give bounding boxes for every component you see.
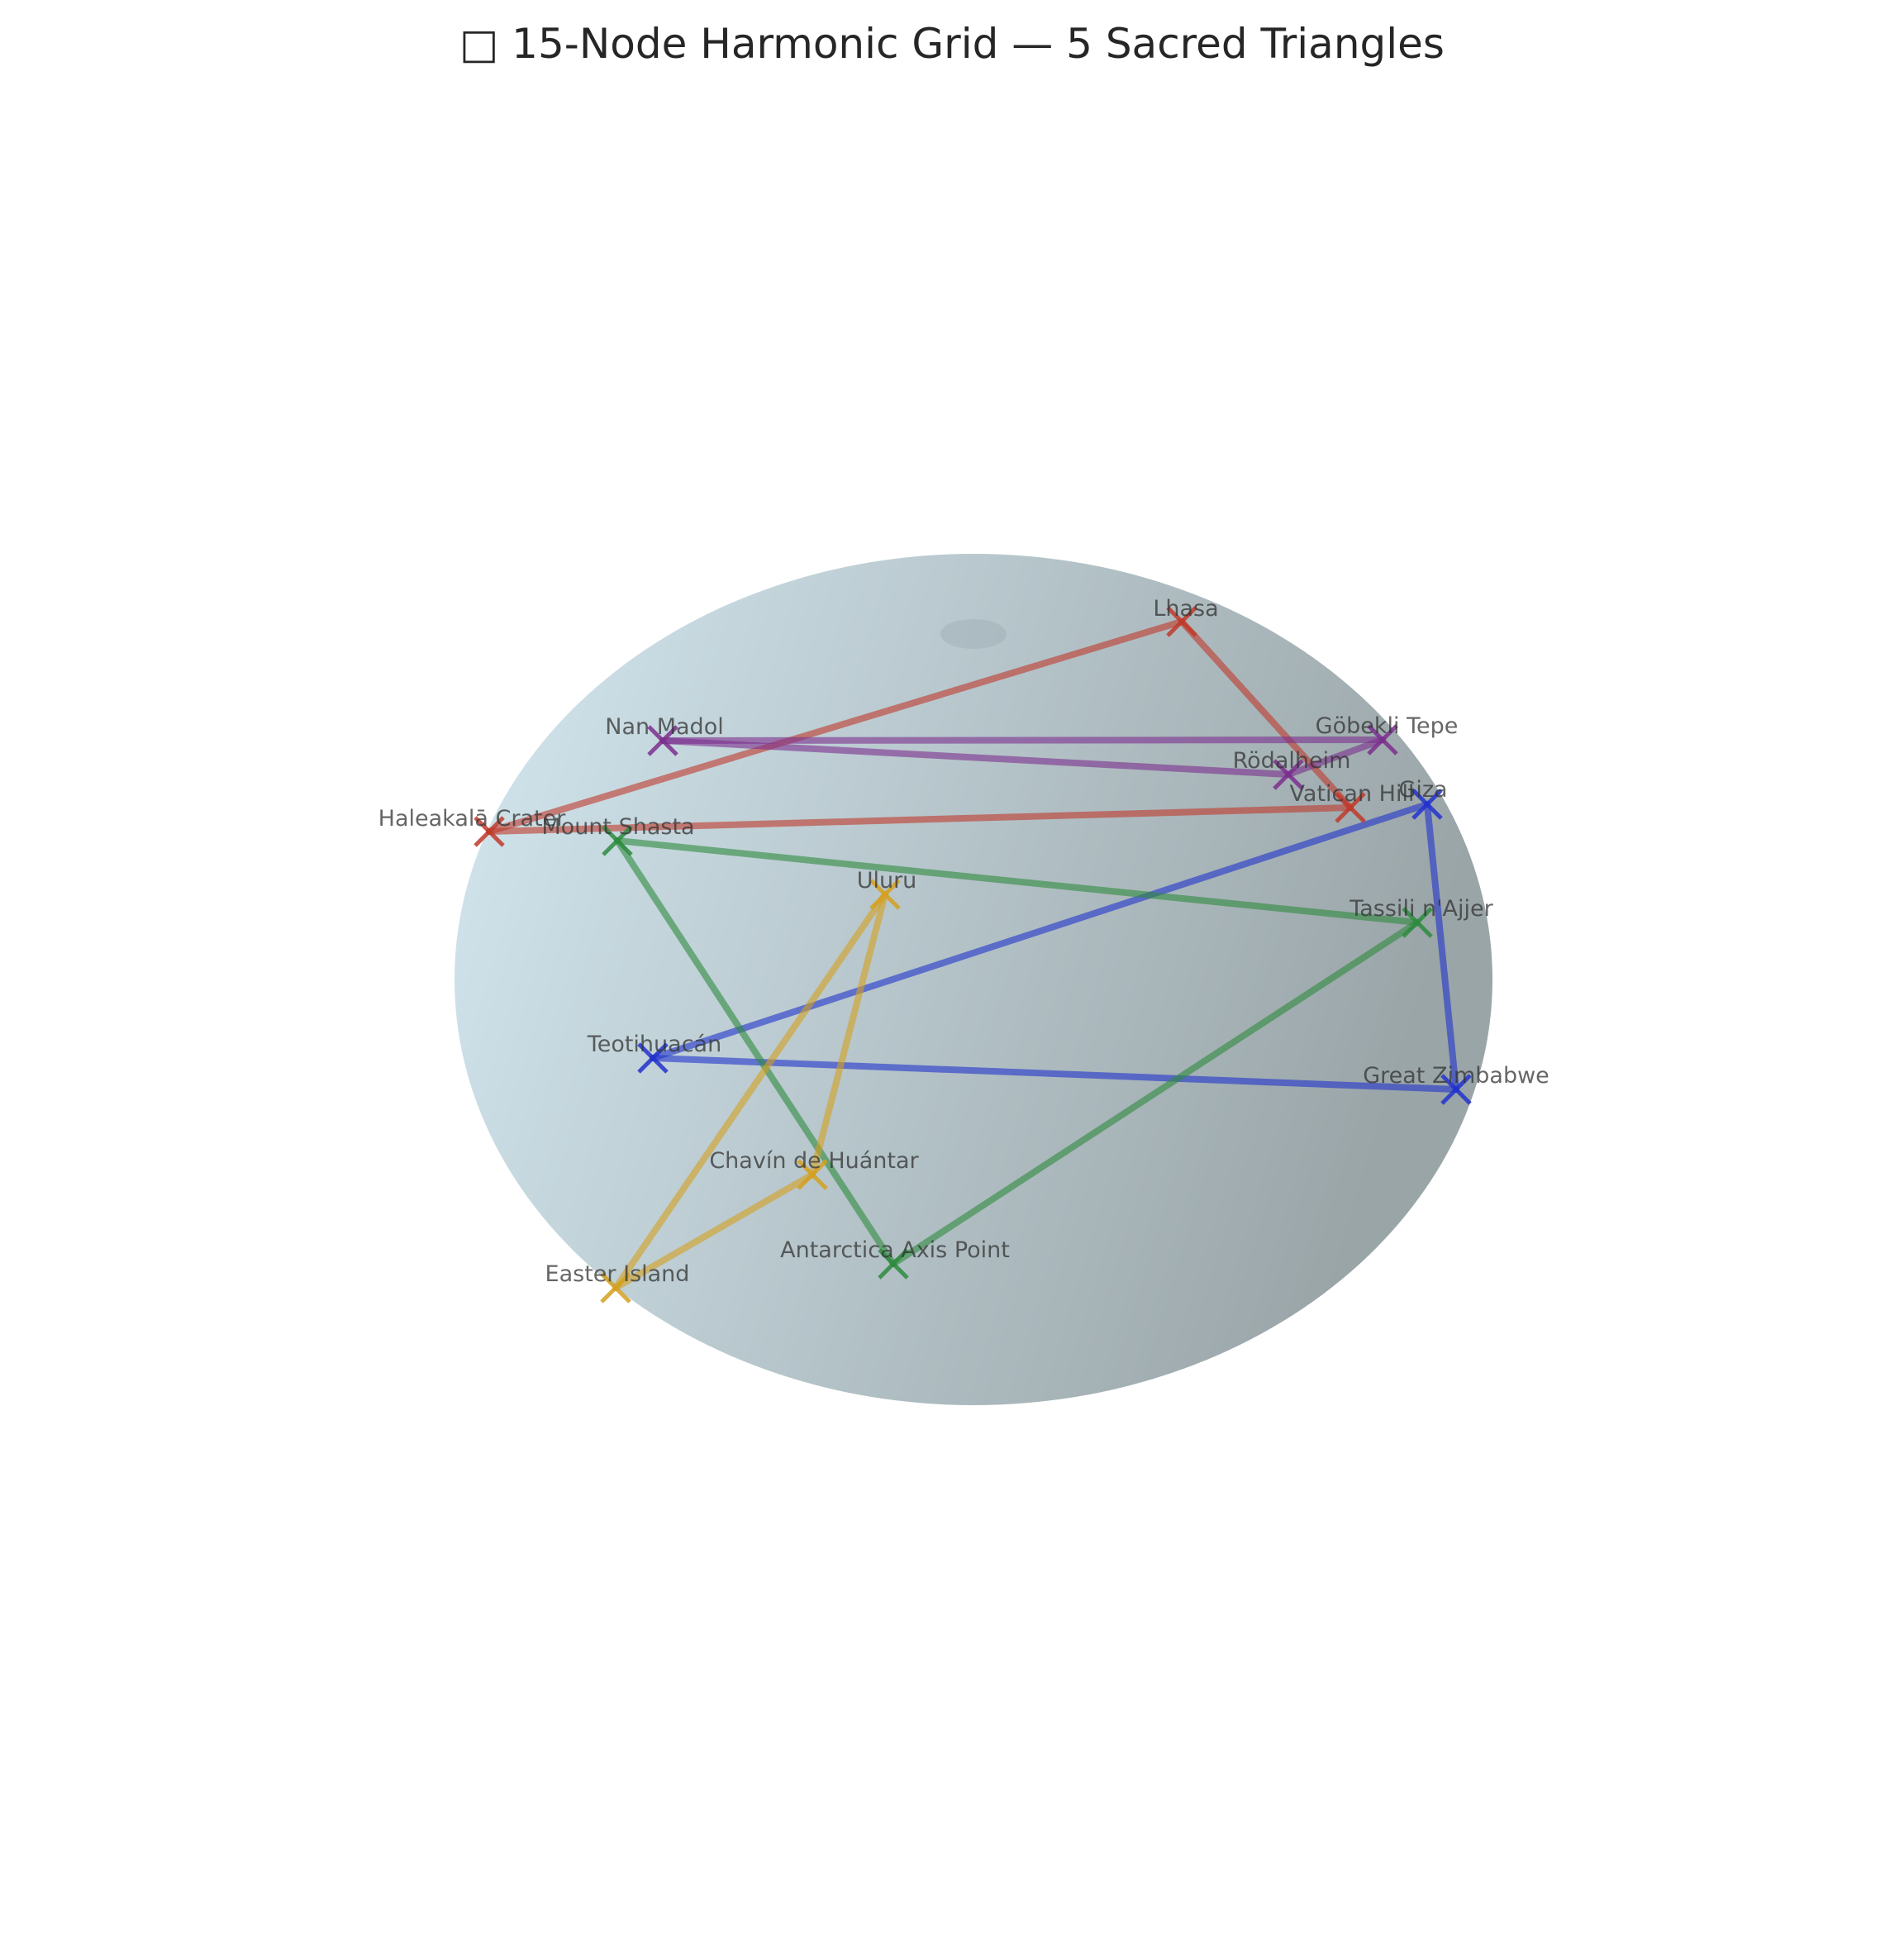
triangle-2-edge-2: [650, 1055, 1459, 1093]
node-label-haleakala-crater: Haleakalā Crater: [378, 806, 567, 832]
node-label-uluru: Uluru: [857, 868, 917, 894]
chart-title: □ 15-Node Harmonic Grid — 5 Sacred Trian…: [459, 20, 1445, 68]
node-label-giza: Giza: [1398, 777, 1447, 803]
triangle-5-edge-3: [1285, 736, 1386, 778]
globe-highlight: [940, 619, 1007, 649]
triangle-3-edge-2: [890, 919, 1421, 1267]
node-label-teotihuacan: Teotihuacán: [587, 1032, 721, 1057]
triangle-1-edge-3: [486, 618, 1185, 835]
triangle-edges: [486, 618, 1459, 1291]
node-marker-lhasa: [1166, 606, 1197, 637]
node-marker-chavin-de-huantar: [797, 1159, 828, 1190]
triangle-4-edge-2: [612, 1171, 816, 1291]
triangle-1-edge-1: [1178, 618, 1354, 811]
node-label-nan-madol: Nan Madol: [605, 714, 723, 740]
triangle-3-edge-1: [614, 837, 1421, 926]
node-label-tassili-n-ajjer: Tassili n'Ajjer: [1349, 896, 1493, 922]
triangle-2-edge-3: [1424, 801, 1459, 1093]
node-label-rodalheim: Rödalheim: [1233, 748, 1351, 774]
node-marker-great-zimbabwe: [1440, 1074, 1472, 1105]
node-marker-nan-madol: [647, 725, 678, 756]
triangle-2-edge-1: [650, 801, 1430, 1061]
node-label-mount-shasta: Mount Shasta: [541, 814, 694, 840]
node-label-easter-island: Easter Island: [545, 1261, 690, 1287]
node-marker-haleakala-crater: [474, 816, 505, 847]
node-marker-antarctica-axis-point: [878, 1248, 909, 1280]
triangle-1-edge-2: [486, 804, 1354, 835]
triangle-4-edge-3: [612, 891, 888, 1291]
node-marker-uluru: [869, 879, 901, 910]
node-marker-vatican-hill: [1335, 792, 1366, 823]
node-markers: [474, 606, 1472, 1304]
node-marker-rodalheim: [1273, 759, 1304, 790]
triangle-4-edge-1: [809, 891, 888, 1178]
node-marker-tassili-n-ajjer: [1402, 907, 1433, 938]
node-label-great-zimbabwe: Great Zimbabwe: [1363, 1063, 1549, 1089]
node-marker-mount-shasta: [602, 825, 633, 856]
node-marker-giza: [1411, 789, 1443, 820]
triangle-5-edge-1: [659, 736, 1386, 744]
node-marker-gobekli-tepe: [1367, 724, 1398, 755]
node-label-antarctica-axis-point: Antarctica Axis Point: [780, 1237, 1010, 1263]
node-marker-easter-island: [600, 1272, 631, 1304]
node-label-vatican-hill: Vatican Hill: [1290, 781, 1415, 807]
triangle-5-edge-2: [659, 737, 1292, 778]
node-label-gobekli-tepe: Göbekli Tepe: [1316, 713, 1459, 739]
node-label-lhasa: Lhasa: [1153, 596, 1218, 622]
triangle-3-edge-3: [614, 837, 897, 1267]
node-label-chavin-de-huantar: Chavín de Huántar: [709, 1148, 919, 1174]
node-marker-teotihuacan: [637, 1042, 669, 1074]
